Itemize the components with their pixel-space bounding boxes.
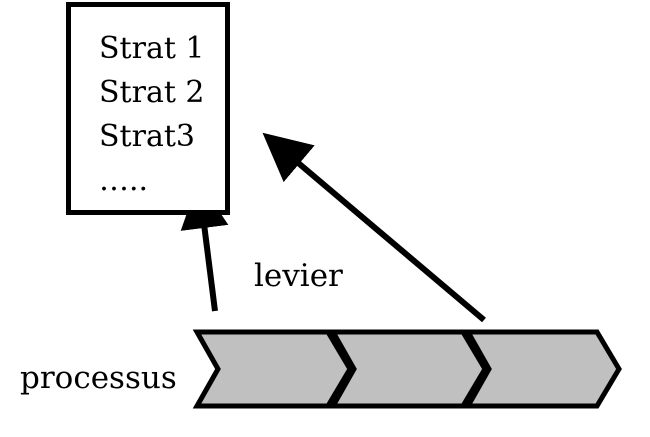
lever-label: levier [254,258,343,294]
strategy-list: Strat 1 Strat 2 Strat3 ….. [99,27,205,203]
strategy-item: Strat 1 [99,31,205,66]
process-chevron-1 [192,329,353,409]
lever-arrow-long [262,132,486,323]
process-chevron-3 [463,329,622,409]
process-chevron-2 [328,329,488,409]
strategy-item: Strat 2 [99,75,205,110]
strategy-ellipsis: ….. [99,163,149,198]
process-label: processus [20,360,177,396]
strategy-box: Strat 1 Strat 2 Strat3 ….. [66,2,230,215]
lever-arrow-short [180,180,229,312]
strategy-item: Strat3 [99,119,195,154]
